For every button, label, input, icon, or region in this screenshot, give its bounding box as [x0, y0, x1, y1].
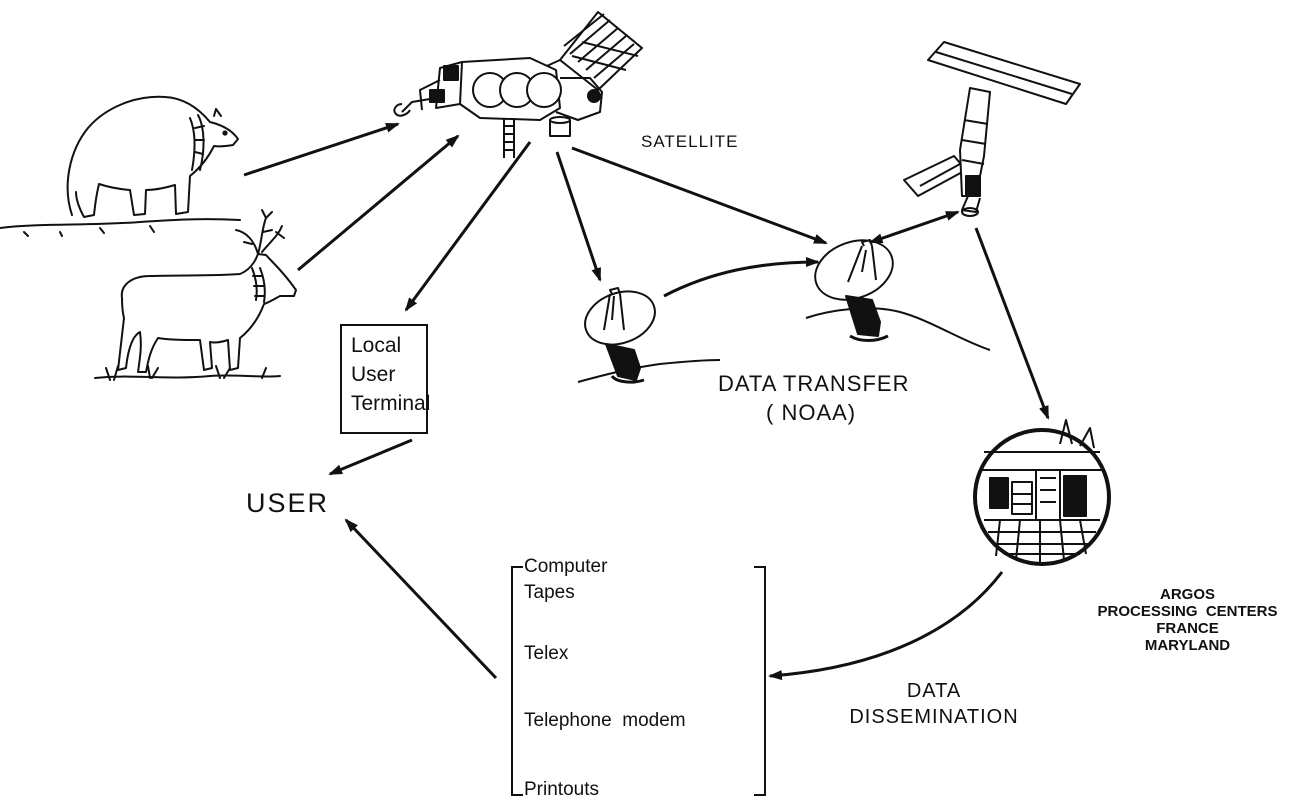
media-bracket-left [511, 566, 523, 796]
ground-antenna-2-icon [805, 239, 991, 351]
arrow-noaa-to-processing [974, 227, 1050, 420]
argos-line-1: ARGOS [1159, 586, 1215, 603]
media-item-telex: Telex [524, 643, 569, 664]
caribou-icon [94, 209, 297, 381]
local-user-terminal-box: Local User Terminal [340, 324, 431, 434]
arrow-caribou-to-satellite [297, 134, 460, 272]
noaa-satellite-icon [903, 41, 1081, 217]
flow-arrows [243, 122, 1050, 681]
processing-center-icon [973, 419, 1111, 566]
terminal-line-1: Local [351, 334, 402, 357]
arrow-satellite-to-dish-1 [555, 151, 602, 282]
polar-bear-icon [0, 95, 241, 237]
argos-centers-label: ARGOS PROCESSING CENTERS FRANCE MARYLAND [1080, 586, 1295, 654]
arrow-terminal-to-user [328, 438, 413, 476]
argos-line-4: MARYLAND [1144, 637, 1231, 654]
data-dissemination-label: DATA DISSEMINATION [836, 678, 1032, 730]
media-item-printouts: Printouts [524, 779, 599, 800]
user-label: USER [246, 488, 330, 518]
argos-line-3: FRANCE [1156, 620, 1219, 637]
media-item-telephone-modem: Telephone modem [524, 710, 686, 731]
ground-antenna-1-icon [577, 287, 721, 384]
terminal-line-2: User [351, 363, 396, 386]
media-bracket-right [754, 566, 766, 796]
arrow-dish-2-noaa-two-way [868, 210, 960, 244]
data-transfer-label: DATA TRANSFER [718, 371, 910, 396]
satellite-icon [393, 11, 643, 158]
media-item-computer-text: Computer Tapes [524, 556, 608, 603]
arrow-bear-to-satellite [243, 122, 400, 177]
arrow-processing-to-media [768, 571, 1004, 681]
arrow-dish-1-to-dish-2 [663, 257, 820, 298]
arrow-satellite-to-local-terminal [404, 141, 532, 312]
satellite-label: SATELLITE [641, 132, 739, 151]
arrow-satellite-to-dish-2 [571, 146, 828, 245]
argos-line-2: PROCESSING CENTERS [1097, 603, 1278, 620]
noaa-label: ( NOAA) [766, 400, 857, 425]
terminal-line-3: Terminal [351, 392, 431, 415]
dissemination-line-2: DISSEMINATION [849, 706, 1019, 728]
dissemination-line-1: DATA [906, 680, 962, 702]
arrow-media-to-user [344, 518, 498, 680]
media-item-computer: Computer Tapes [524, 554, 634, 606]
